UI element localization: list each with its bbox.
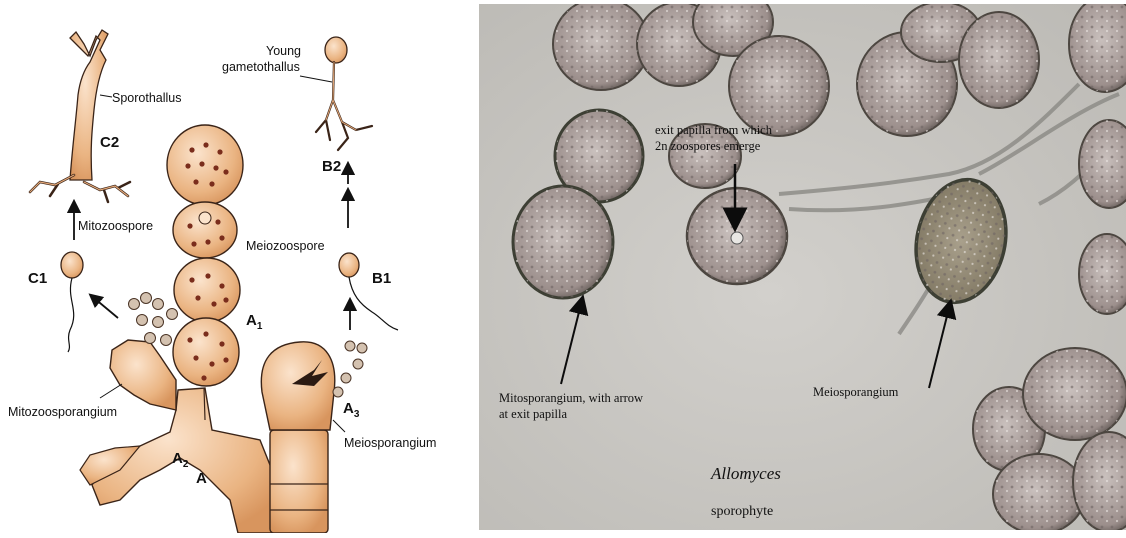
label-mitozoosporangium: Mitozoosporangium [8,405,117,419]
annotation-meiosporangium: Meiosporangium [813,384,898,400]
label-young: Young [266,44,301,58]
label-gametothallus: gametothallus [222,60,300,74]
mitozoospores-cluster [129,293,178,346]
label-a: A [196,470,207,487]
genus-label: Allomyces [711,466,781,482]
annotation-exit-papilla-line2: 2n zoospores emerge [655,138,772,154]
micrograph-image [479,4,1126,530]
annotation-mitosporangium-line1: Mitosporangium, with arrow [499,390,643,406]
label-meiozoospore: Meiozoospore [246,239,325,253]
sporothallus-c2 [30,30,130,202]
label-sporothallus: Sporothallus [112,91,182,105]
label-a1: A1 [246,312,262,332]
mitozoospore-c1 [61,252,83,352]
stage-label: sporophyte [711,504,773,520]
meiozoospore-b1 [339,253,398,330]
annotation-exit-papilla-line1: exit papilla from which [655,122,772,138]
micrograph: exit papilla from which 2n zoospores eme… [479,4,1126,530]
life-cycle-drawing: Sporothallus C2 Young gametothallus B2 M… [0,0,478,533]
label-a2: A2 [172,450,188,470]
label-a3: A3 [343,400,359,420]
annotation-mitosporangium-line2: at exit papilla [499,406,643,422]
young-gametothallus-b2 [300,37,372,150]
label-meiosporangium-drawing: Meiosporangium [344,436,436,450]
life-cycle-illustration [0,0,478,533]
resistant-sporangia-a1 [167,125,243,420]
label-c1: C1 [28,270,47,287]
label-mitozoospore: Mitozoospore [78,219,153,233]
label-b1: B1 [372,270,391,287]
exit-papilla-sporangium [687,188,787,284]
annotation-exit-papilla: exit papilla from which 2n zoospores eme… [655,122,772,154]
label-c2: C2 [100,134,119,151]
annotation-mitosporangium: Mitosporangium, with arrow at exit papil… [499,390,643,422]
label-b2: B2 [322,158,341,175]
